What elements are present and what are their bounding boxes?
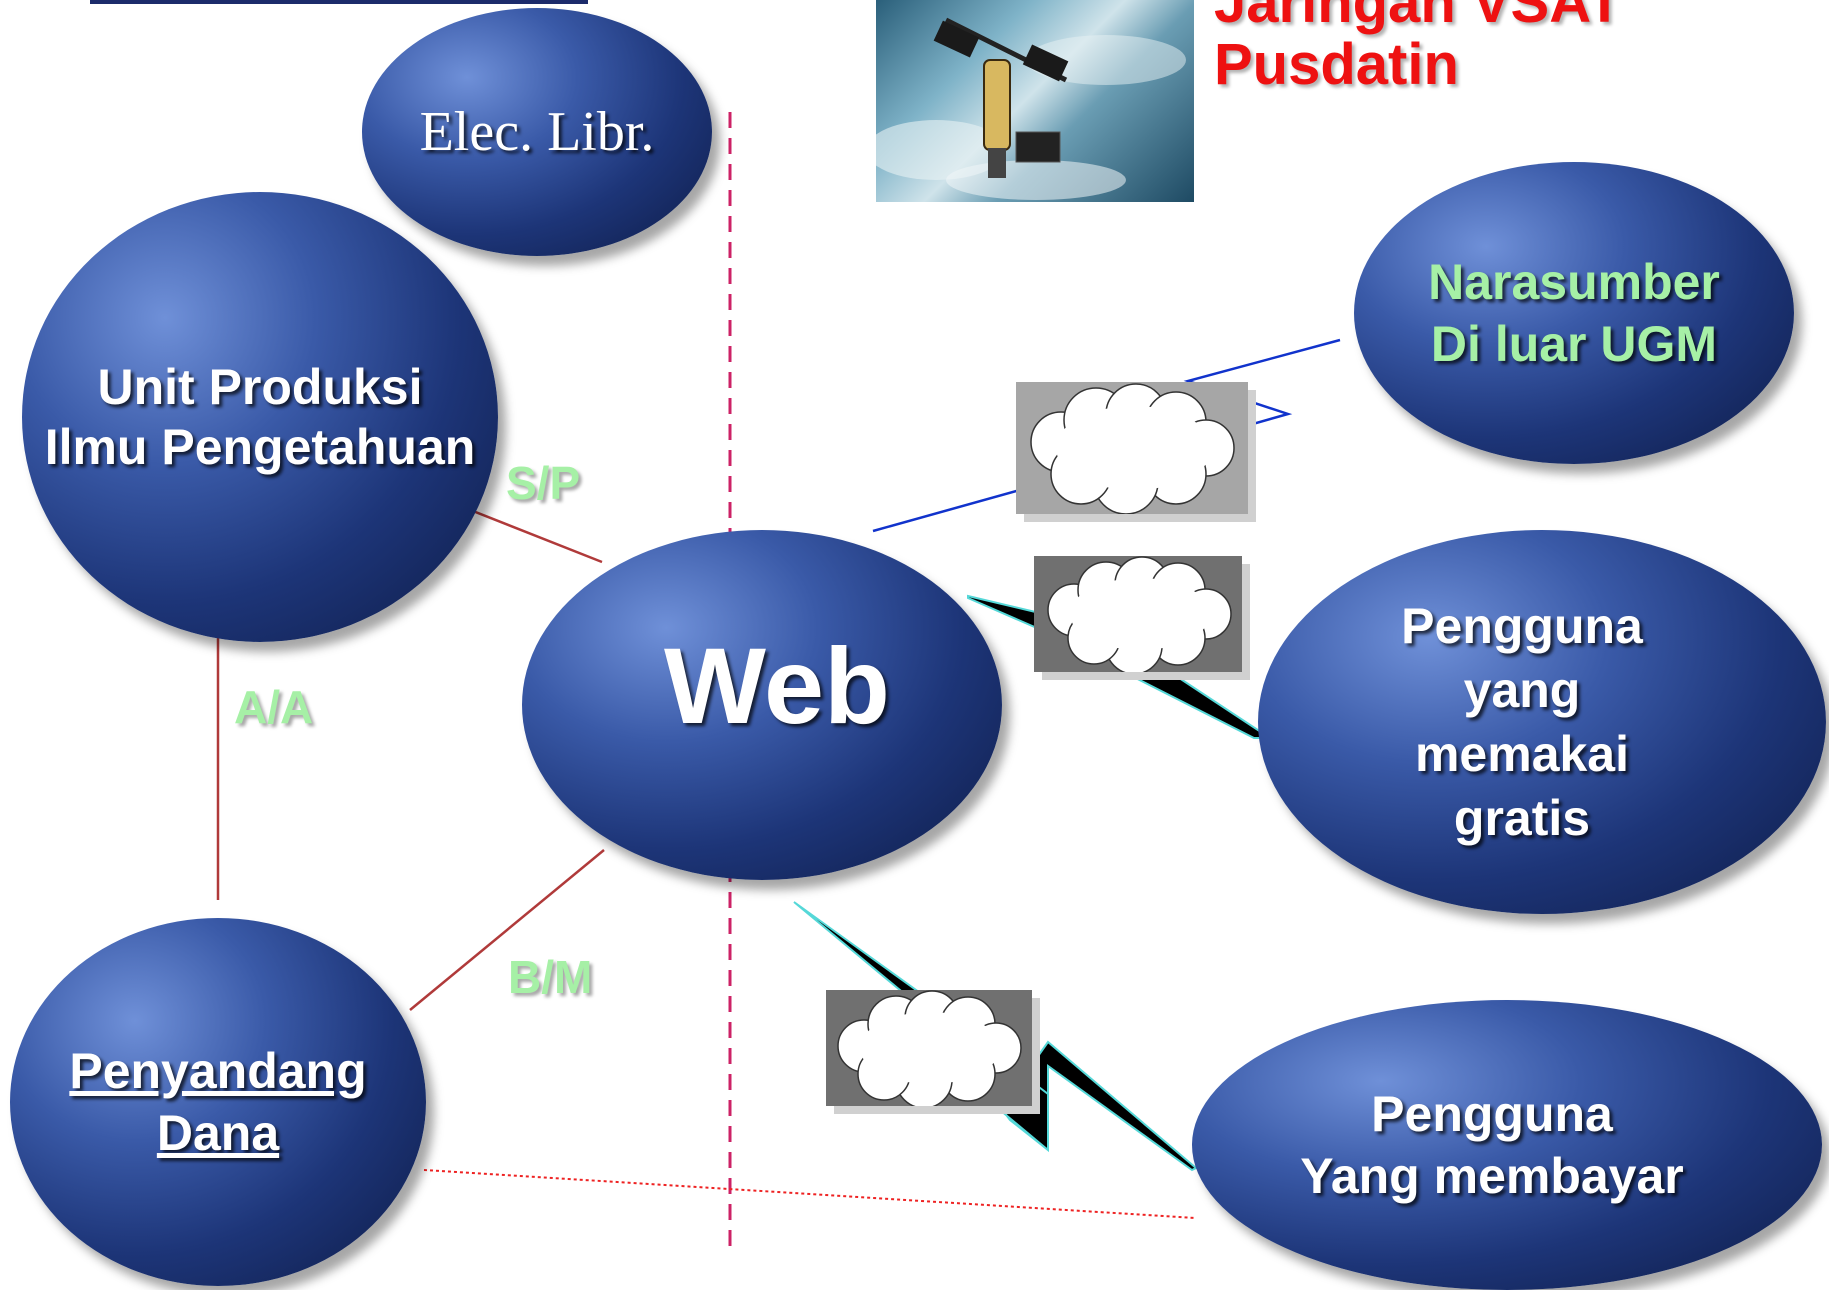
node-pengguna-bayar[interactable]: Pengguna Yang membayar bbox=[1192, 1000, 1822, 1290]
elec-libr-label: Elec. Libr. bbox=[419, 101, 655, 163]
node-penyandang-dana[interactable]: Penyandang Dana bbox=[10, 918, 426, 1286]
node-unit-produksi[interactable]: Unit Produksi Ilmu Pengetahuan bbox=[22, 192, 498, 642]
cloud-box-gratis bbox=[1034, 556, 1242, 675]
dotted-link-line bbox=[423, 1169, 1196, 1219]
node-narasumber[interactable]: Narasumber Di luar UGM bbox=[1354, 162, 1794, 464]
unit-produksi-line-2: Ilmu Pengetahuan bbox=[44, 419, 476, 475]
pengguna-gratis-line-4: gratis bbox=[1453, 790, 1591, 846]
satellite-photo bbox=[876, 0, 1194, 202]
pengguna-gratis-line-1: Pengguna bbox=[1401, 598, 1643, 654]
cloud-icon bbox=[1030, 383, 1235, 515]
edge-label-sp: S/P bbox=[506, 457, 581, 509]
pengguna-bayar-line-1: Pengguna bbox=[1371, 1086, 1613, 1142]
pengguna-gratis-line-3: memakai bbox=[1414, 726, 1630, 782]
cloud-box-narasumber bbox=[1016, 382, 1248, 515]
node-pengguna-gratis[interactable]: Pengguna yang memakai gratis bbox=[1258, 530, 1826, 914]
unit-produksi-line-1: Unit Produksi bbox=[97, 359, 423, 415]
title: Jaringan VSAT Pusdatin bbox=[1214, 0, 1622, 96]
node-elec-libr[interactable]: Elec. Libr. bbox=[362, 8, 712, 256]
penyandang-dana-line-2: Dana bbox=[156, 1105, 280, 1161]
node-web[interactable]: Web bbox=[522, 530, 1002, 880]
edge-label-bm: B/M bbox=[508, 951, 593, 1003]
top-accent-bar bbox=[90, 0, 588, 4]
pengguna-gratis-line-2: yang bbox=[1463, 662, 1581, 718]
cloud-box-bayar bbox=[826, 990, 1032, 1109]
narasumber-line-2: Di luar UGM bbox=[1430, 316, 1718, 372]
pengguna-bayar-line-2: Yang membayar bbox=[1300, 1148, 1684, 1204]
title-line-2: Pusdatin bbox=[1214, 32, 1459, 97]
cloud-icon bbox=[837, 990, 1022, 1109]
cloud-icon bbox=[1047, 556, 1232, 675]
edge-bm-line bbox=[409, 849, 605, 1011]
narasumber-line-1: Narasumber bbox=[1428, 254, 1720, 310]
satellite-icon bbox=[876, 17, 1186, 200]
edge-label-aa: A/A bbox=[234, 681, 314, 733]
web-label: Web bbox=[663, 624, 891, 746]
title-line-1: Jaringan VSAT bbox=[1214, 0, 1623, 35]
penyandang-dana-line-1: Penyandang bbox=[69, 1043, 367, 1099]
blue-link-narasumber bbox=[872, 338, 1341, 533]
